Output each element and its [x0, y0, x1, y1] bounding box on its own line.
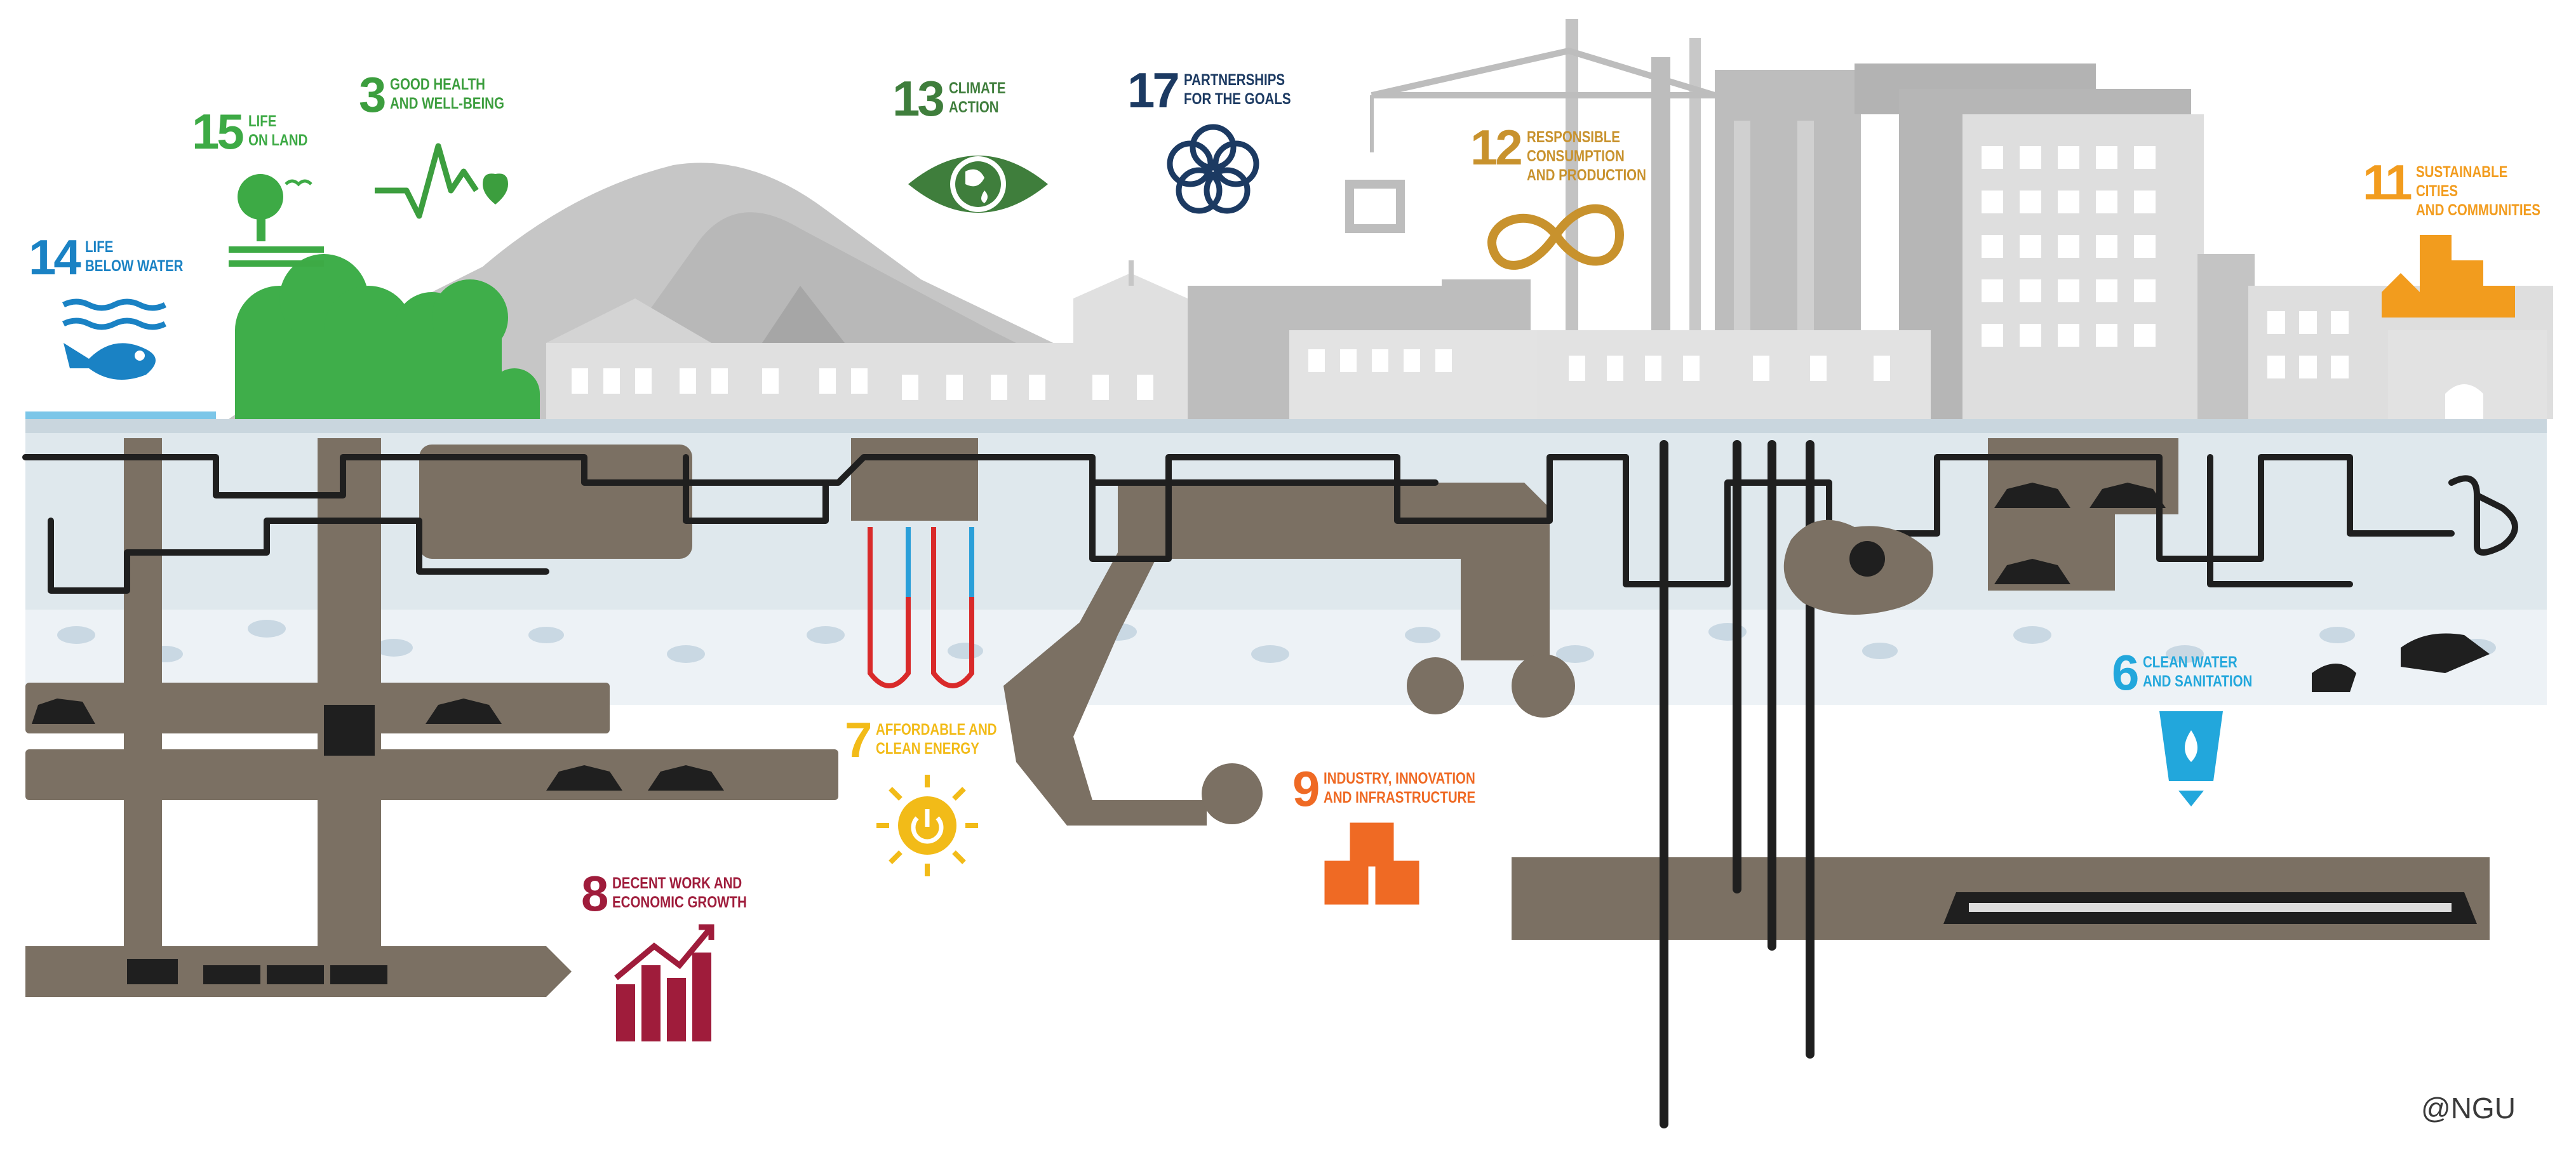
credit-text: @NGU [2421, 1092, 2516, 1125]
sdg-12-responsible-consumption: 12 RESPONSIBLE CONSUMPTION AND PRODUCTIO… [1470, 119, 1672, 185]
cubes-icon [1324, 822, 1419, 905]
water-glass-icon [2159, 711, 2223, 806]
sdg-number: 3 [359, 67, 386, 123]
sdg-number: 11 [2363, 154, 2412, 210]
sdg-number: 15 [192, 104, 245, 159]
sdg-label: LIFE BELOW WATER [84, 238, 184, 275]
sdg-13-climate-action: 13 CLIMATE ACTION [892, 70, 1018, 126]
infinity-icon [1487, 204, 1625, 270]
sdg-label: DECENT WORK AND ECONOMIC GROWTH [612, 874, 748, 911]
sdg-3-good-health: 3 GOOD HEALTH AND WELL-BEING [359, 67, 530, 123]
pipes [22, 454, 2518, 594]
sdg-11-sustainable-cities: 11 SUSTAINABLE CITIES AND COMMUNITIES [2363, 154, 2576, 220]
sdg-label: CLEAN WATER AND SANITATION [2143, 653, 2253, 690]
sdg-number: 12 [1470, 119, 1523, 175]
sdg-number: 6 [2112, 645, 2139, 700]
sdg-number: 17 [1127, 62, 1180, 118]
sdg-number: 14 [29, 229, 81, 285]
eye-globe-icon [908, 156, 1048, 213]
sdg-label: AFFORDABLE AND CLEAN ENERGY [876, 721, 997, 758]
mine-equipment [127, 705, 387, 984]
cars [32, 483, 2166, 791]
sdg-number: 9 [1292, 761, 1320, 817]
rings-icon [1167, 124, 1259, 214]
sdg-8-decent-work: 8 DECENT WORK AND ECONOMIC GROWTH [581, 866, 777, 921]
city-skyline [546, 19, 2553, 419]
sdg-6-clean-water: 6 CLEAN WATER AND SANITATION [2112, 645, 2277, 700]
train [1943, 892, 2477, 924]
sdg-label: RESPONSIBLE CONSUMPTION AND PRODUCTION [1526, 128, 1646, 184]
sdg-label: CLIMATE ACTION [948, 79, 1006, 116]
sdg-7-affordable-energy: 7 AFFORDABLE AND CLEAN ENERGY [845, 712, 1024, 768]
sdg-number: 13 [892, 70, 945, 126]
sdg-number: 8 [581, 866, 608, 921]
sun-power-icon [876, 775, 978, 876]
sdg-label: GOOD HEALTH AND WELL-BEING [390, 76, 505, 112]
fossils [2312, 633, 2490, 692]
water-surface [25, 411, 216, 419]
sdg-9-industry-innovation: 9 INDUSTRY, INNOVATION AND INFRASTRUCTUR… [1292, 761, 1509, 817]
sdg-label: SUSTAINABLE CITIES AND COMMUNITIES [2416, 163, 2541, 219]
buildings-icon [2382, 235, 2515, 318]
heartbeat-icon [375, 143, 508, 219]
geothermal-loops [868, 527, 974, 688]
ground-surface [25, 419, 2547, 433]
sdg-label: INDUSTRY, INNOVATION AND INFRASTRUCTURE [1324, 770, 1476, 806]
tree-icon [229, 174, 324, 267]
forest [235, 254, 540, 419]
sdg-14-life-below-water: 14 LIFE BELOW WATER [29, 229, 205, 285]
fish-icon [62, 298, 167, 380]
growth-chart-icon [614, 924, 714, 1041]
sdg-number: 7 [845, 712, 872, 768]
sdg-15-life-on-land: 15 LIFE ON LAND [192, 104, 321, 159]
sdg-17-partnerships: 17 PARTNERSHIPS FOR THE GOALS [1127, 62, 1314, 118]
sdg-label: PARTNERSHIPS FOR THE GOALS [1183, 71, 1291, 108]
sdg-label: LIFE ON LAND [248, 112, 308, 149]
pollution-skull [1783, 519, 1933, 615]
